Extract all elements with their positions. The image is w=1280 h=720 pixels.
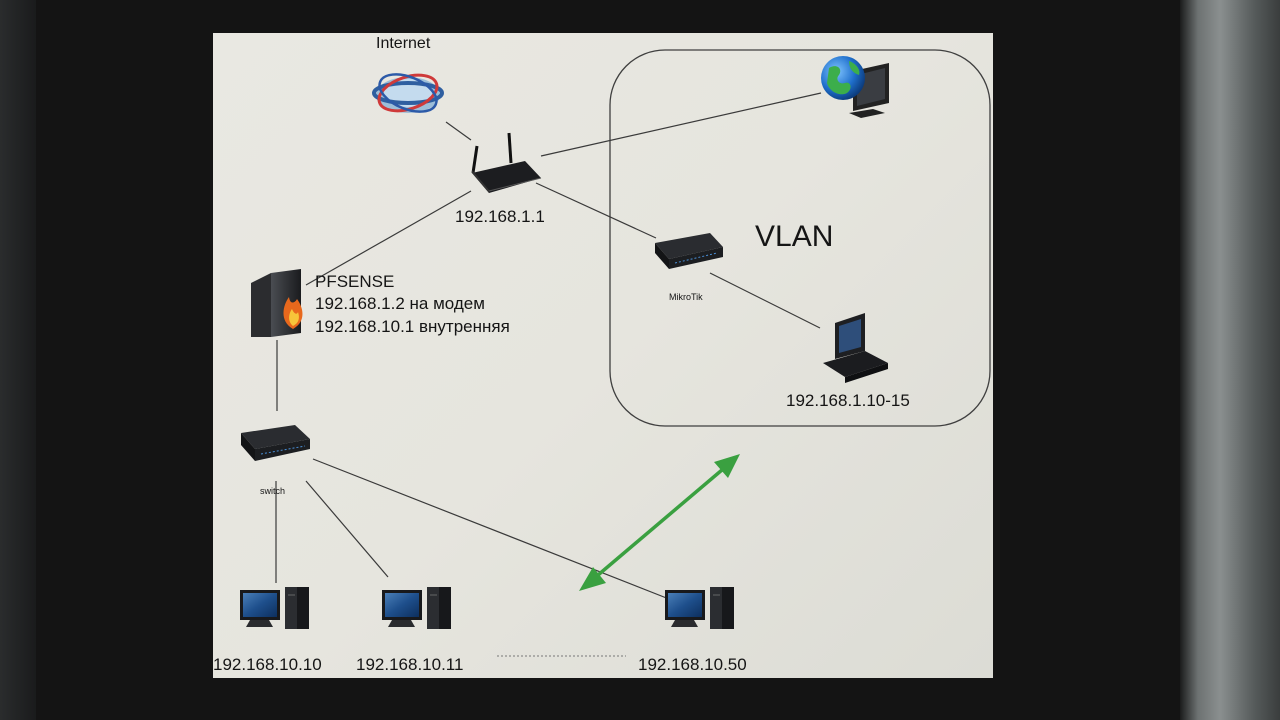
router-ip-label: 192.168.1.1 (455, 207, 545, 226)
link-router-mikrotik (535, 182, 657, 239)
internet-label: Internet (376, 35, 431, 52)
connections (275, 92, 822, 657)
diagram-canvas: Internet 192.168.1.1 PFSENSE 192.168.1.2… (213, 33, 993, 678)
mikrotik-label: MikroTik (669, 292, 703, 302)
firewall-server-icon (251, 269, 303, 337)
network-diagram (240, 49, 991, 657)
green-double-arrow (579, 454, 740, 591)
pfsense-modem-ip-label: 192.168.1.2 на модем (315, 294, 485, 313)
network-switch-icon (241, 425, 310, 461)
desktop-computer-icon (665, 587, 734, 629)
link-mikrotik-vlan-pc (709, 272, 821, 329)
monitor-bezel-right (1180, 0, 1280, 720)
vlan-pc-range-label: 192.168.1.10-15 (786, 391, 910, 410)
workstation-icon (823, 313, 888, 383)
pc1-ip-label: 192.168.10.10 (213, 655, 322, 674)
link-internet-router (445, 121, 472, 141)
link-router-pfsense (305, 190, 472, 286)
pfsense-internal-ip-label: 192.168.10.1 внутренняя (315, 317, 510, 336)
pc2-ip-label: 192.168.10.11 (356, 655, 464, 674)
link-router-globe-pc (540, 92, 822, 157)
mikrotik-switch-icon (655, 233, 723, 269)
vlan-region (609, 49, 991, 427)
monitor-bezel-left (0, 0, 36, 720)
desktop-computer-icon (240, 587, 309, 629)
pc3-ip-label: 192.168.10.50 (638, 655, 747, 674)
pfsense-name-label: PFSENSE (315, 272, 395, 291)
desktop-computer-icon (382, 587, 451, 629)
switch-label: switch (260, 486, 286, 496)
link-switch-pc2 (305, 480, 389, 578)
internet-cloud-icon (372, 73, 444, 113)
globe-computer-icon (821, 56, 889, 118)
wifi-router-icon (471, 132, 542, 193)
vlan-label: VLAN (755, 220, 834, 253)
link-switch-pc3 (312, 458, 670, 600)
